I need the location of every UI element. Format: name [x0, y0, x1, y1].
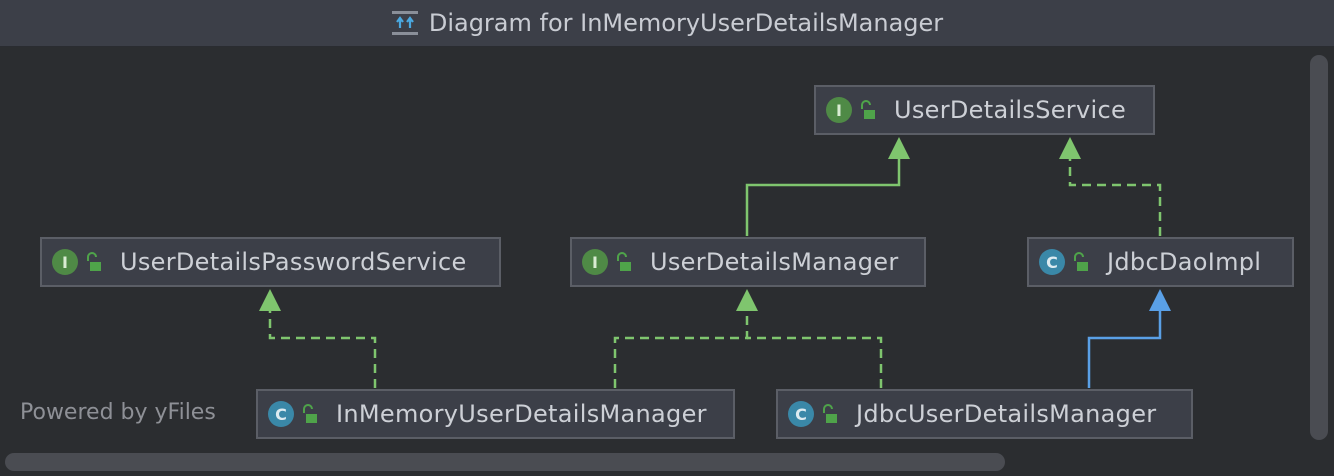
class-badge-icon: C	[788, 401, 814, 427]
edge-inmemory-to-passwordservice	[268, 309, 377, 388]
node-label: InMemoryUserDetailsManager	[336, 400, 707, 428]
edge-userdetailsmanager-to-userdetailsservice	[745, 157, 901, 236]
unlocked-padlock-icon	[861, 100, 875, 119]
vertical-scrollbar[interactable]	[1310, 55, 1328, 440]
node-label: UserDetailsManager	[650, 248, 899, 276]
node-jdbcdaoimpl[interactable]: C JdbcDaoImpl	[1027, 237, 1294, 287]
diagram-canvas[interactable]: I UserDetailsService I UserDetailsPasswo…	[0, 47, 1306, 447]
node-inmemoryuserdetailsmanager[interactable]: C InMemoryUserDetailsManager	[256, 389, 735, 439]
class-badge-icon: C	[1039, 249, 1065, 275]
class-badge-icon: C	[268, 401, 294, 427]
edge-jdbcdaoimpl-to-userdetailsservice	[1068, 157, 1162, 236]
edge-jdbcuserdetailsmanager-to-userdetailsmanager	[747, 336, 883, 388]
edge-jdbcuserdetailsmanager-to-jdbcdaoimpl	[1087, 309, 1162, 388]
hierarchy-diagram-icon	[391, 11, 418, 35]
unlocked-padlock-icon	[87, 252, 101, 271]
diagram-title: Diagram for InMemoryUserDetailsManager	[428, 9, 944, 37]
edges-layer	[259, 137, 1171, 388]
powered-by-watermark: Powered by yFiles	[20, 400, 216, 425]
unlocked-padlock-icon	[617, 252, 631, 271]
node-jdbcuserdetailsmanager[interactable]: C JdbcUserDetailsManager	[776, 389, 1193, 439]
arrowhead-userdetailsservice-left	[888, 137, 910, 159]
interface-badge-icon: I	[52, 249, 78, 275]
node-label: UserDetailsService	[894, 96, 1127, 124]
interface-badge-icon: I	[826, 97, 852, 123]
node-userdetailsservice[interactable]: I UserDetailsService	[814, 85, 1155, 135]
interface-badge-icon: I	[582, 249, 608, 275]
node-label: JdbcUserDetailsManager	[856, 400, 1157, 428]
horizontal-scrollbar[interactable]	[5, 453, 1005, 471]
unlocked-padlock-icon	[823, 404, 837, 423]
diagram-title-bar: Diagram for InMemoryUserDetailsManager	[0, 0, 1334, 47]
node-userdetailsmanager[interactable]: I UserDetailsManager	[570, 237, 926, 287]
node-label: UserDetailsPasswordService	[120, 248, 467, 276]
arrowhead-userdetailsservice-right	[1059, 137, 1081, 159]
arrowhead-userdetailsmanager	[736, 289, 758, 311]
node-userdetailspasswordservice[interactable]: I UserDetailsPasswordService	[40, 237, 501, 287]
unlocked-padlock-icon	[1074, 252, 1088, 271]
arrowhead-jdbcdaoimpl	[1149, 289, 1171, 311]
unlocked-padlock-icon	[303, 404, 317, 423]
arrowhead-passwordservice	[259, 289, 281, 311]
node-label: JdbcDaoImpl	[1107, 248, 1262, 276]
edge-inmemory-to-userdetailsmanager	[613, 309, 749, 388]
